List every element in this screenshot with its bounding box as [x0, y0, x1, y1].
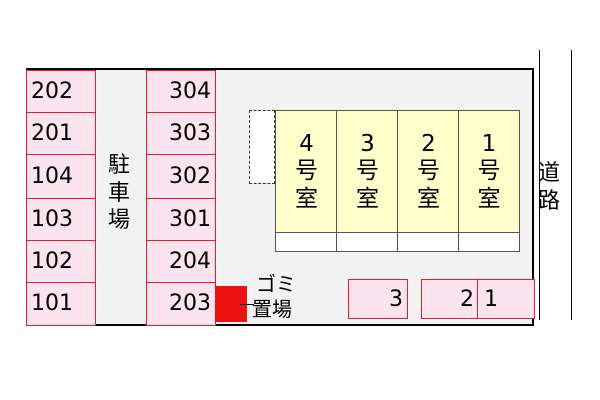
dashed-outline-area	[249, 110, 275, 184]
trash-label-line2: 置場	[252, 297, 292, 321]
parking-slot-301: 301	[146, 198, 216, 242]
parking-slot-302: 302	[146, 154, 216, 200]
parking-slot-201: 201	[26, 112, 96, 156]
bicycle-slot-2: 2	[421, 279, 479, 319]
road-line-left	[539, 50, 540, 320]
bicycle-slot-1: 1	[477, 279, 535, 319]
parking-slot-102: 102	[26, 240, 96, 284]
parking-slot-104: 104	[26, 154, 96, 200]
parking-slot-103: 103	[26, 198, 96, 242]
road-line-right	[571, 50, 572, 320]
balcony-room-4	[275, 232, 338, 252]
parking-label: 駐 車 場	[108, 153, 131, 233]
bicycle-slot-3: 3	[348, 279, 408, 319]
parking-slot-303: 303	[146, 112, 216, 156]
balcony-room-3	[336, 232, 399, 252]
parking-slot-304: 304	[146, 70, 216, 114]
parking-slot-101: 101	[26, 282, 96, 326]
parking-slot-204: 204	[146, 240, 216, 284]
road-label: 道 路	[538, 161, 561, 214]
parking-slot-203: 203	[146, 282, 216, 326]
balcony-room-1	[458, 232, 520, 252]
balcony-room-2	[397, 232, 460, 252]
trash-label-line1: ゴミ	[256, 272, 296, 296]
parking-slot-202: 202	[26, 70, 96, 114]
trash-leader-line	[240, 304, 254, 305]
